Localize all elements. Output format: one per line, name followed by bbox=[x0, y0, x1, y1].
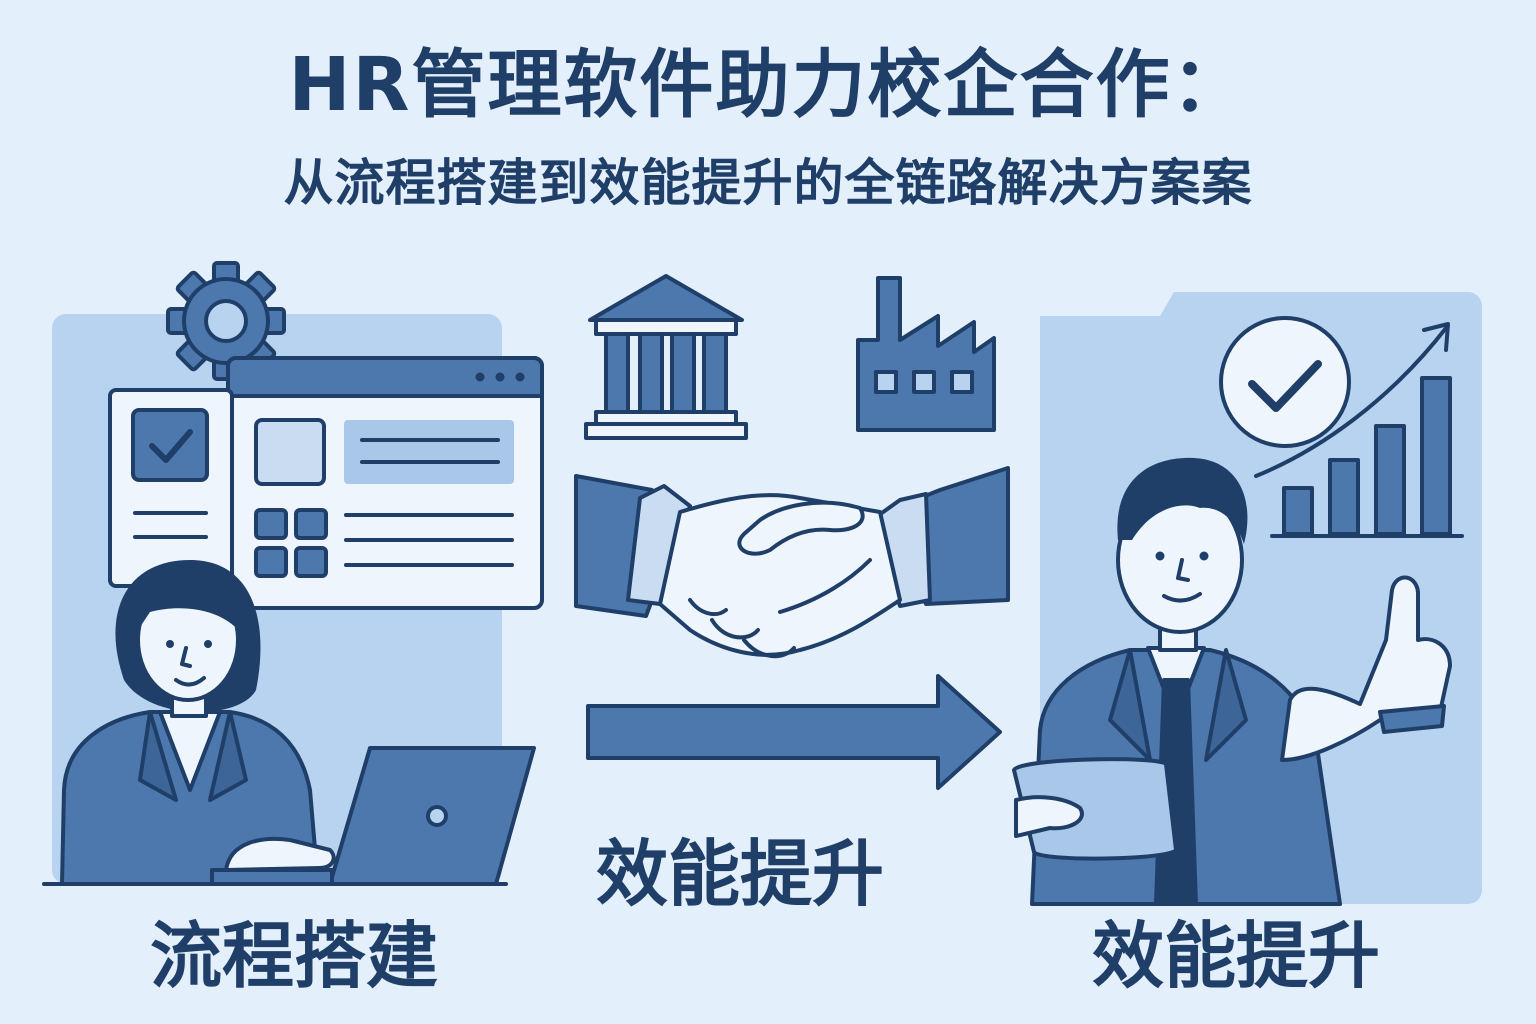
center-label: 效能提升 bbox=[596, 832, 885, 916]
woman-with-laptop bbox=[42, 560, 536, 886]
right-label: 效能提升 bbox=[1092, 914, 1381, 998]
checkbox-icon bbox=[149, 429, 193, 463]
check-circle-icon bbox=[1219, 316, 1351, 448]
handshake-icon bbox=[574, 466, 1010, 659]
left-label: 流程搭建 bbox=[150, 914, 439, 998]
checkbox-card bbox=[108, 388, 234, 588]
right-arrow-icon bbox=[586, 674, 1002, 790]
page-title: HR管理软件助力校企合作： bbox=[288, 42, 1248, 128]
page-subtitle: 从流程搭建到效能提升的全链路解决方案案 bbox=[283, 154, 1253, 212]
university-building-icon bbox=[584, 274, 748, 440]
bar-chart-growth-icon bbox=[1254, 322, 1464, 538]
man-with-tablet bbox=[1012, 457, 1452, 906]
factory-icon bbox=[856, 276, 996, 432]
gear-icon bbox=[166, 261, 286, 381]
app-window bbox=[226, 356, 544, 610]
